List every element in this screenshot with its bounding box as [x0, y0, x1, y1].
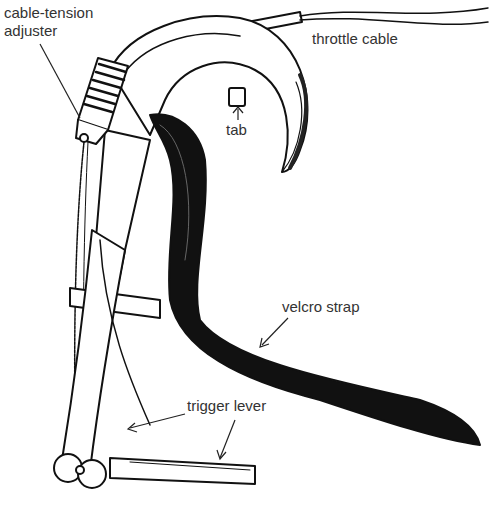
trigger-lever: [62, 230, 125, 470]
part-label: tab: [226, 121, 266, 139]
hook-shade: [290, 75, 306, 168]
hook-shade: [282, 82, 302, 172]
arrow-head: [260, 338, 269, 347]
leader-line: [262, 318, 288, 345]
throttle-cable-wire: [300, 8, 488, 16]
throttle-cable-wire: [300, 19, 488, 25]
lever-handle: [110, 458, 255, 484]
lever-spring: [100, 240, 150, 425]
part-label: cable-tension adjuster: [4, 4, 122, 40]
lever-joint: [76, 466, 84, 474]
leader-line: [40, 44, 80, 118]
part-label: trigger lever: [187, 397, 307, 415]
arrow-head: [233, 107, 243, 113]
leader-line: [220, 420, 235, 458]
tab: [229, 88, 245, 106]
part-label: throttle cable: [312, 30, 452, 48]
part-label: velcro strap: [282, 298, 402, 316]
lever-handle: [130, 462, 250, 470]
arrow-head: [217, 450, 226, 459]
cable-tension-adjuster: [76, 58, 128, 144]
arrow-head: [128, 423, 137, 432]
leader-line: [130, 414, 185, 428]
leader-line: [237, 109, 238, 120]
housing-edge: [125, 34, 240, 72]
velcro-strap: [150, 114, 480, 445]
strap-fold: [160, 125, 189, 260]
